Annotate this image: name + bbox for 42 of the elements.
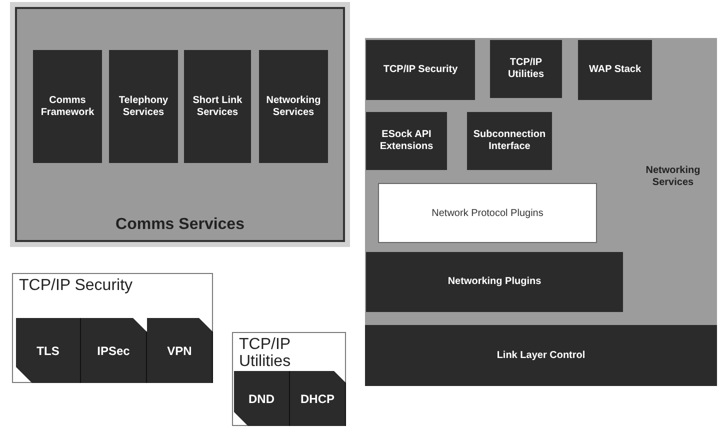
group-panel: [365, 38, 717, 386]
module-box: [366, 252, 623, 312]
module-label: Subconnection Interface: [472, 129, 547, 153]
module-box: [366, 112, 447, 170]
plugin-box: [378, 183, 597, 243]
component-tile: [81, 318, 147, 383]
module-box: [578, 40, 652, 100]
module-box: [366, 40, 475, 100]
component-label: DND: [248, 392, 274, 406]
component-tile: [234, 371, 290, 426]
group-frame: [10, 2, 350, 247]
group-card: [12, 273, 213, 383]
module-label: Networking Services: [265, 94, 322, 118]
module-label: WAP Stack: [588, 64, 642, 76]
component-tile: [290, 371, 346, 426]
module-label: TCP/IP Security: [382, 64, 459, 76]
group-card: [232, 332, 346, 426]
module-box: [109, 50, 178, 163]
component-label: VPN: [167, 344, 192, 358]
module-label: Network Protocol Plugins: [432, 208, 544, 218]
module-label: ESock API Extensions: [378, 129, 434, 153]
group-title: TCP/IP Utilities: [239, 336, 292, 370]
group-title: Comms Services: [114, 216, 246, 234]
group-title: TCP/IP Security: [19, 277, 133, 294]
module-box: [490, 40, 562, 98]
module-label: Link Layer Control: [496, 350, 586, 362]
component-tile: [147, 318, 213, 383]
module-box: [33, 50, 102, 163]
module-label: Networking Plugins: [446, 276, 542, 288]
module-label: Telephony Services: [118, 94, 170, 118]
group-title: Networking Services: [644, 165, 702, 189]
module-label: Comms Framework: [40, 94, 96, 118]
component-label: DHCP: [300, 392, 334, 406]
module-label: Short Link Services: [192, 94, 244, 118]
module-label: TCP/IP Utilities: [506, 57, 546, 81]
layer-bar: [365, 325, 717, 386]
module-box: [259, 50, 328, 163]
component-label: IPSec: [97, 344, 130, 358]
module-box: [467, 112, 552, 170]
module-box: [184, 50, 251, 163]
component-tile: [16, 318, 81, 383]
component-label: TLS: [36, 344, 60, 358]
